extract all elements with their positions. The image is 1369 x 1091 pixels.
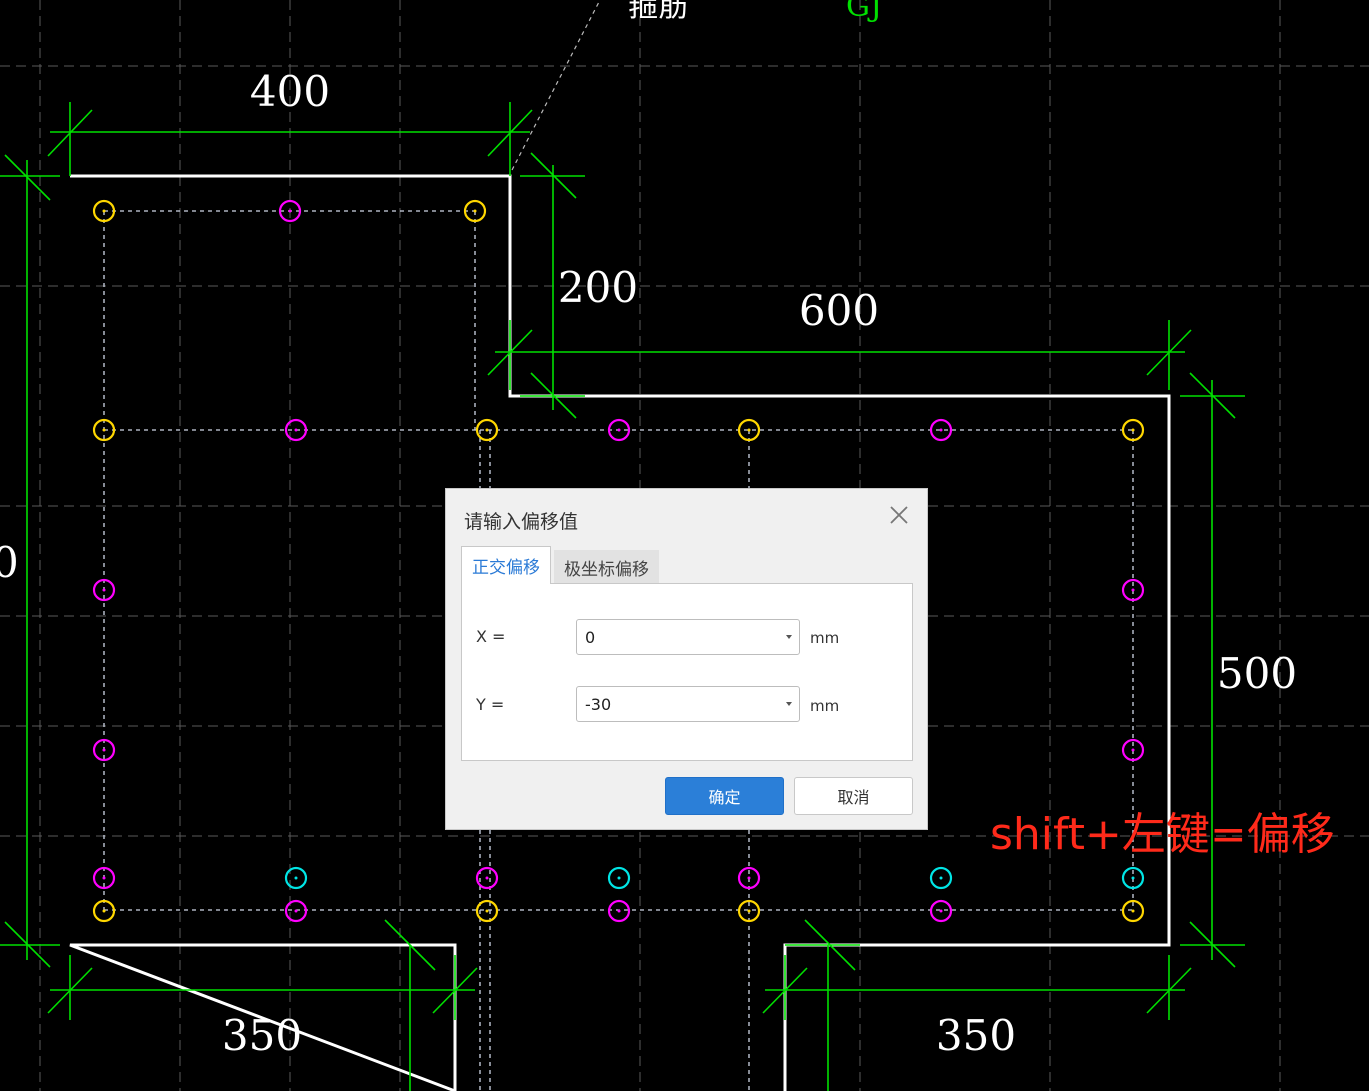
chevron-down-icon[interactable] <box>785 700 793 708</box>
rebar-center <box>1131 748 1135 752</box>
rebar-marker[interactable] <box>1121 899 1145 923</box>
rebar-label: 箍筋 <box>628 0 688 24</box>
rebar-center <box>617 876 621 880</box>
rebar-marker[interactable] <box>92 418 116 442</box>
dim-step-height: 200 <box>558 263 638 312</box>
rebar-center <box>485 876 489 880</box>
rebar-center <box>939 876 943 880</box>
tab-orthogonal-offset[interactable]: 正交偏移 <box>461 546 551 584</box>
rebar-marker[interactable] <box>284 899 308 923</box>
rebar-center <box>102 748 106 752</box>
close-icon[interactable] <box>887 503 911 527</box>
rebar-marker[interactable] <box>1121 738 1145 762</box>
rebar-center <box>747 876 751 880</box>
leader-line <box>511 0 601 171</box>
rebar-center <box>102 428 106 432</box>
rebar-marker[interactable] <box>607 866 631 890</box>
dim-bottom-right-width: 350 <box>936 1011 1016 1060</box>
rebar-center <box>485 909 489 913</box>
rebar-marker[interactable] <box>92 899 116 923</box>
rebar-center <box>617 909 621 913</box>
rebar-center <box>939 428 943 432</box>
dim-top-width: 400 <box>250 67 330 116</box>
rebar-center <box>1131 428 1135 432</box>
rebar-marker[interactable] <box>607 899 631 923</box>
dialog-title: 请输入偏移值 <box>464 511 579 533</box>
rebar-center <box>294 876 298 880</box>
rebar-marker[interactable] <box>929 899 953 923</box>
rebar-marker[interactable] <box>1121 578 1145 602</box>
rebar-center <box>288 209 292 213</box>
rebar-marker[interactable] <box>278 199 302 223</box>
rebar-marker[interactable] <box>1121 418 1145 442</box>
rebar-center <box>1131 909 1135 913</box>
ok-button[interactable]: 确定 <box>665 777 784 815</box>
tab-bar: 正交偏移 极坐标偏移 <box>461 546 659 584</box>
rebar-marker[interactable] <box>475 418 499 442</box>
rebar-marker[interactable] <box>929 866 953 890</box>
y-unit: mm <box>810 697 840 715</box>
tab-polar-offset[interactable]: 极坐标偏移 <box>554 550 659 584</box>
rebar-center <box>1131 876 1135 880</box>
rebar-marker[interactable] <box>475 866 499 890</box>
rebar-marker[interactable] <box>92 738 116 762</box>
rebar-marker[interactable] <box>463 199 487 223</box>
rebar-center <box>102 588 106 592</box>
rebar-marker[interactable] <box>1121 866 1145 890</box>
rebar-center <box>485 428 489 432</box>
rebar-marker[interactable] <box>92 199 116 223</box>
rebar-center <box>473 209 477 213</box>
rebar-center <box>747 428 751 432</box>
rebar-marker[interactable] <box>284 418 308 442</box>
x-unit: mm <box>810 629 840 647</box>
shortcut-hint: shift+左键=偏移 <box>990 809 1335 860</box>
x-label: X = <box>476 627 506 646</box>
y-label: Y = <box>476 695 505 714</box>
rebar-center <box>747 909 751 913</box>
rebar-markers[interactable] <box>92 199 1145 923</box>
rebar-center <box>102 876 106 880</box>
x-input[interactable] <box>585 620 765 654</box>
rebar-marker[interactable] <box>92 866 116 890</box>
rebar-marker[interactable] <box>92 578 116 602</box>
offset-panel: X = mm Y = mm <box>461 583 913 761</box>
rebar-marker[interactable] <box>607 418 631 442</box>
rebar-marker[interactable] <box>284 866 308 890</box>
dim-right-height: 500 <box>1217 649 1297 698</box>
rebar-marker[interactable] <box>929 418 953 442</box>
rebar-marker[interactable] <box>475 899 499 923</box>
rebar-marker[interactable] <box>737 866 761 890</box>
dim-right-width: 600 <box>799 286 879 335</box>
rebar-marker[interactable] <box>737 418 761 442</box>
y-input[interactable] <box>585 687 765 721</box>
dimension-lines <box>0 102 1245 1091</box>
rebar-center <box>294 428 298 432</box>
rebar-marker[interactable] <box>737 899 761 923</box>
rebar-center <box>102 209 106 213</box>
y-combo[interactable] <box>576 686 800 722</box>
rebar-center <box>939 909 943 913</box>
rebar-code: GJ <box>846 0 882 24</box>
chevron-down-icon[interactable] <box>785 633 793 641</box>
offset-dialog: 请输入偏移值 正交偏移 极坐标偏移 X = mm Y = mm 确定 取消 <box>445 488 928 830</box>
dim-left-height: 0 <box>0 538 19 587</box>
rebar-center <box>617 428 621 432</box>
dim-bottom-left-width: 350 <box>222 1011 302 1060</box>
x-combo[interactable] <box>576 619 800 655</box>
rebar-center <box>294 909 298 913</box>
rebar-center <box>1131 588 1135 592</box>
cancel-button[interactable]: 取消 <box>794 777 913 815</box>
rebar-center <box>102 909 106 913</box>
